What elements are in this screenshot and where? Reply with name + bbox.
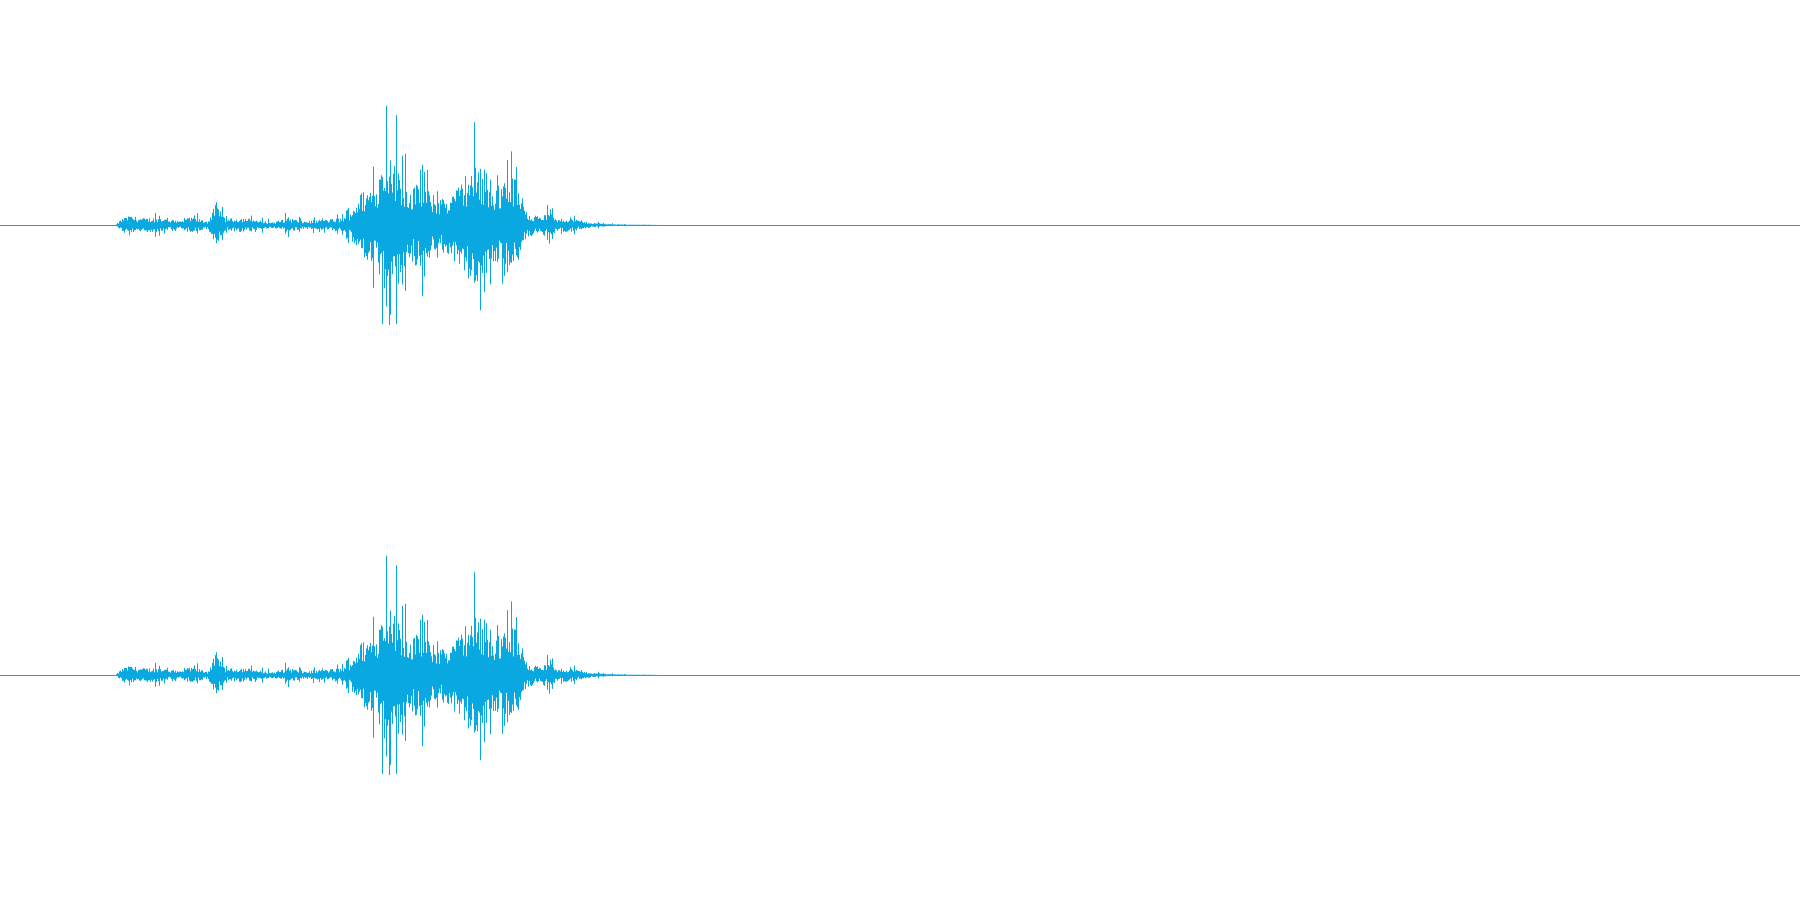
channel-1-waveform bbox=[0, 105, 1800, 326]
channel-layer bbox=[0, 105, 1800, 776]
channel-2-signal bbox=[116, 555, 657, 776]
channel-1-signal bbox=[116, 105, 657, 326]
channel-2-waveform bbox=[0, 555, 1800, 776]
